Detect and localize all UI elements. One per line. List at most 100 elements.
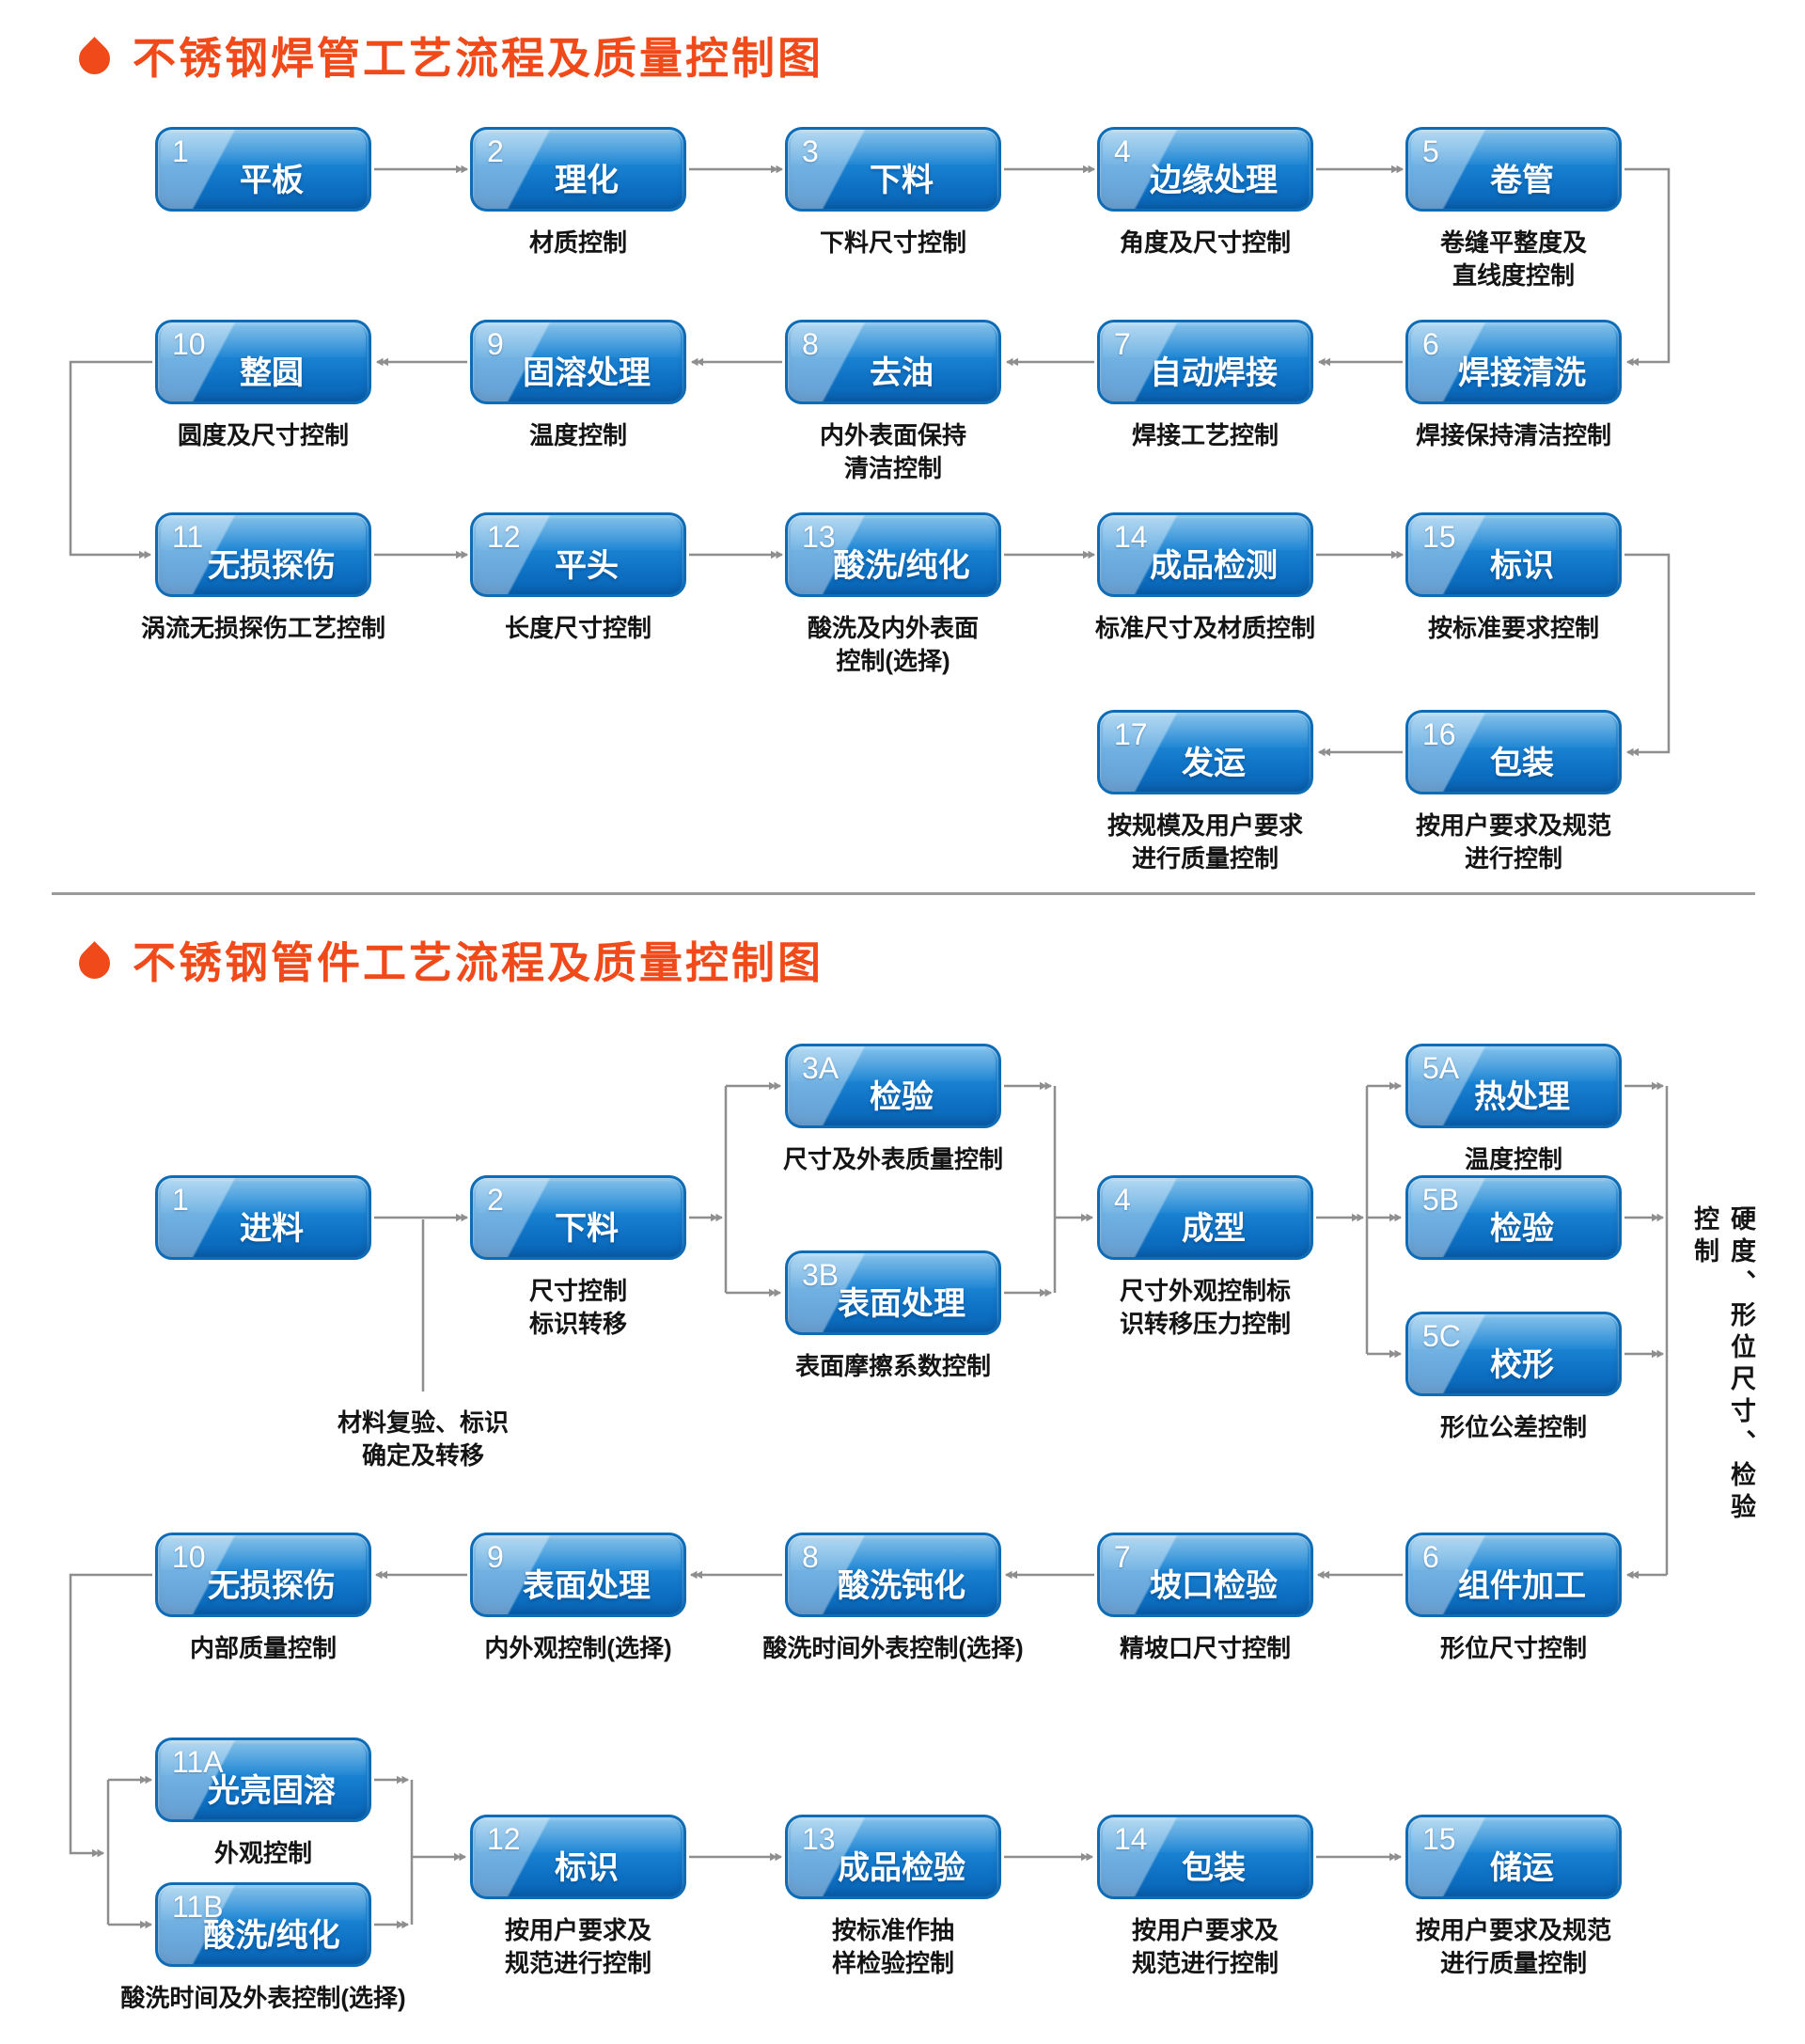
step-number: 6 [1422,327,1439,361]
step-label: 表面处理 [522,1568,651,1604]
step-number: 7 [1114,327,1131,361]
step-number: 9 [487,327,504,361]
step-label: 光亮固溶 [207,1773,336,1809]
step-number: 12 [487,520,521,554]
step-label: 成型 [1181,1211,1246,1247]
section2-title: 不锈钢管件工艺流程及质量控制图 [133,938,824,987]
quality-control-note-2-11B: 酸洗时间及外表控制(选择) [120,1984,406,2012]
step-number: 15 [1422,1822,1456,1856]
step-number: 1 [172,1183,189,1217]
step-number: 1 [172,134,189,168]
process-box-1-15: 15 标识 [1405,512,1622,597]
quality-control-note-2-5A: 温度控制 [1464,1145,1562,1173]
step-label: 检验 [1489,1211,1554,1247]
process-box-2-7: 7 坡口检验 [1097,1533,1313,1617]
step-number: 7 [1114,1540,1131,1574]
process-box-1-9: 9 固溶处理 [470,320,686,404]
connector [1624,167,1671,367]
step-label: 标识 [554,1850,619,1886]
quality-control-note-1-11: 涡流无损探伤工艺控制 [140,614,385,642]
step-number: 15 [1422,520,1456,554]
connector [69,360,152,559]
quality-control-note-1-2: 材质控制 [528,228,627,257]
step-number: 5 [1422,134,1439,168]
quality-control-note-1-6: 焊接保持清洁控制 [1415,421,1611,449]
step-label: 去油 [869,355,934,391]
quality-control-note-1-15: 按标准要求控制 [1427,614,1599,642]
step-number: 13 [802,520,836,554]
step-label: 进料 [239,1211,304,1247]
step-number: 3A [802,1051,840,1085]
step-label: 理化 [554,163,619,198]
quality-control-note-2-7: 精坡口尺寸控制 [1119,1634,1291,1662]
quality-control-note-1-4: 角度及尺寸控制 [1119,228,1291,257]
step-label: 下料 [554,1211,619,1247]
process-box-1-2: 2 理化 [470,127,686,212]
section1-header: 不锈钢焊管工艺流程及质量控制图 [72,24,824,86]
side-note-vertical: 硬度、形位尺寸、检验控制 [1690,1205,1755,1525]
process-box-1-12: 12 平头 [470,512,686,597]
step-number: 2 [487,134,504,168]
quality-control-note-1-13: 酸洗及内外表面 控制(选择) [807,614,979,676]
connector [69,1573,152,1858]
quality-control-note-1-9: 温度控制 [528,421,627,449]
quality-control-note-1-8: 内外表面保持 清洁控制 [819,421,966,483]
step-number: 11 [172,520,204,554]
step-label: 无损探伤 [207,1568,336,1604]
step-label: 包装 [1489,746,1554,781]
step-label: 整圆 [239,355,304,391]
step-label: 包装 [1181,1850,1246,1886]
process-box-2-1: 1 进料 [155,1175,371,1260]
step-label: 坡口检验 [1149,1568,1278,1604]
step-label: 组件加工 [1457,1568,1586,1604]
process-box-1-3: 3 下料 [785,127,1001,212]
step-number: 8 [802,1540,819,1574]
quality-control-note-1-5: 卷缝平整度及 直线度控制 [1439,228,1587,291]
quality-control-note-1-17: 按规模及用户要求 进行质量控制 [1107,811,1303,873]
step-label: 固溶处理 [522,355,651,391]
step-number: 11A [172,1745,224,1779]
step-number: 10 [172,1540,206,1574]
step-label: 自动焊接 [1149,355,1278,391]
process-box-1-7: 7 自动焊接 [1097,320,1313,404]
quality-control-note-2-3A: 尺寸及外表质量控制 [782,1145,1003,1173]
step-label: 校形 [1489,1347,1554,1383]
step-number: 14 [1114,520,1148,554]
quality-control-note-1-12: 长度尺寸控制 [504,614,651,642]
process-box-1-10: 10 整圆 [155,320,371,404]
step-number: 10 [172,327,206,361]
quality-control-note-1-10: 圆度及尺寸控制 [177,421,349,449]
step-label: 标识 [1489,548,1554,584]
quality-control-note-1-16: 按用户要求及规范 进行控制 [1415,811,1611,873]
drop-icon [72,940,117,985]
step-number: 16 [1422,717,1456,751]
quality-control-note-2-14: 按用户要求及 规范进行控制 [1131,1916,1279,1978]
quality-control-note-2-5C: 形位公差控制 [1439,1413,1587,1441]
quality-control-note-2-6: 形位尺寸控制 [1439,1634,1587,1662]
quality-control-note-2-4: 尺寸外观控制标 识转移压力控制 [1119,1277,1291,1339]
section1-title: 不锈钢焊管工艺流程及质量控制图 [133,34,824,83]
quality-control-note-1-3: 下料尺寸控制 [819,228,966,257]
quality-control-note-2-10: 内部质量控制 [189,1634,337,1662]
step-number: 2 [487,1183,504,1217]
step-number: 3 [802,134,819,168]
step-label: 平头 [554,548,619,584]
step-number: 17 [1114,717,1148,751]
step-label: 下料 [869,163,934,198]
step-label: 无损探伤 [207,548,336,584]
step-label: 卷管 [1489,163,1554,198]
